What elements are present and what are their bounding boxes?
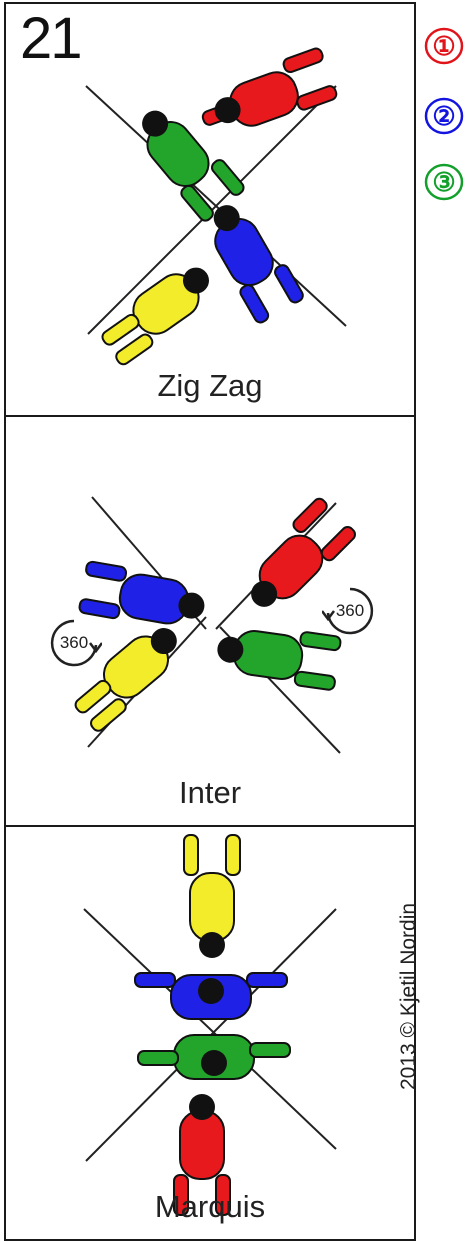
jumper-blue (134, 972, 288, 1020)
jumper-green (217, 630, 342, 691)
circle-icon (424, 97, 464, 135)
card-number: 21 (20, 6, 82, 71)
formation-title: Zig Zag (157, 368, 263, 403)
copyright-credit: 2013 © Kjetil Nordin (397, 902, 420, 1090)
jumper-red (201, 47, 338, 127)
rotation-label: 360 (335, 601, 365, 620)
jumper-yellow (74, 628, 177, 732)
jumper-red (173, 1094, 231, 1216)
slot-marker-2: ② (422, 96, 466, 136)
jumper-red (251, 497, 356, 607)
inter-diagram (74, 496, 356, 754)
circle-icon (424, 163, 464, 201)
slot-marker-3: ③ (422, 162, 466, 202)
panel-zig-zag: 21 Zig Zag (4, 2, 416, 417)
marquis-diagram (83, 834, 337, 1216)
axis-line (83, 908, 337, 1150)
circle-icon (424, 27, 464, 65)
slot-label: ① (432, 31, 456, 61)
slot-label: ③ (432, 167, 456, 197)
rotation-indicator: 360 (322, 583, 378, 639)
panel-inter: 360 360 Inter (4, 415, 416, 827)
jumper-green (137, 1034, 291, 1080)
zig-zag-diagram (85, 47, 347, 366)
jumper-blue (213, 205, 304, 324)
slot-marker-1: ① (422, 26, 466, 66)
rotate-arrow-icon (322, 587, 374, 635)
rotate-arrow-icon (50, 619, 102, 667)
jumper-green (142, 110, 245, 222)
rotation-indicator: 360 (46, 615, 102, 671)
rotation-label: 360 (59, 633, 89, 652)
jumper-blue (78, 560, 205, 625)
slot-label: ② (432, 101, 456, 131)
formation-title: Marquis (154, 1189, 266, 1224)
jumper-yellow (183, 834, 241, 958)
panel-marquis: Marquis (4, 825, 416, 1241)
jumper-yellow (101, 267, 209, 366)
formation-title: Inter (178, 775, 242, 810)
